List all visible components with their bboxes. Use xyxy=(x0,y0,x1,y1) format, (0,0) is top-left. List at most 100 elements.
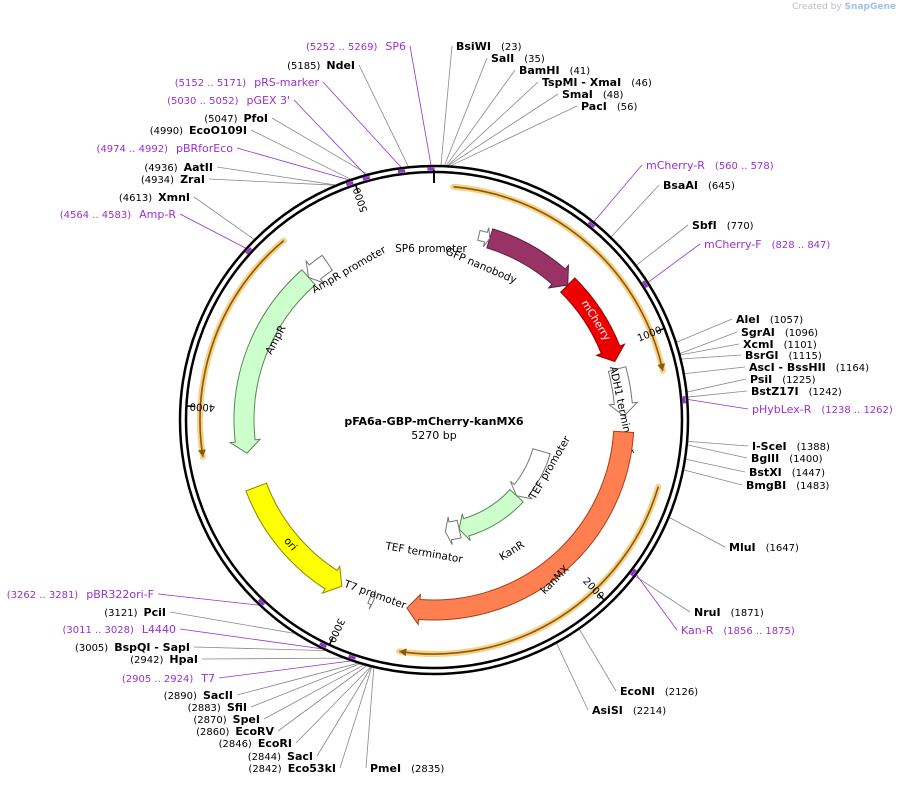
primer-mark xyxy=(345,180,354,187)
enzyme-xcmi: XcmI(1101) xyxy=(743,338,817,351)
tick-mark xyxy=(328,637,334,646)
tick-label: 4000 xyxy=(189,400,215,412)
primer-sp6: (5252 .. 5269)SP6 xyxy=(306,40,406,53)
leader-line xyxy=(556,643,589,711)
primer-amp-r: (4564 .. 4583)Amp-R xyxy=(60,208,177,221)
enzyme-asisi: AsiSI(2214) xyxy=(592,704,666,717)
primer-marks xyxy=(245,167,686,660)
enzyme-tspmi-xmai: TspMI - XmaI(46) xyxy=(542,76,652,89)
outer-arc-glow xyxy=(396,483,662,657)
enzyme-bsaai: BsaAI(645) xyxy=(663,179,735,192)
leader-line xyxy=(277,665,367,732)
enzyme-ecorv: (2860)EcoRV xyxy=(196,725,274,738)
leader-line xyxy=(216,166,336,186)
leader-line xyxy=(687,390,748,398)
credit-prefix: Created by xyxy=(792,2,842,12)
leader-line xyxy=(446,69,516,166)
enzyme-ecori: (2846)EcoRI xyxy=(219,737,292,750)
leader-line xyxy=(157,593,259,606)
primer-mark xyxy=(630,568,637,577)
outer-arc-arrowhead xyxy=(399,648,407,657)
leader-line xyxy=(683,469,743,486)
outer-arc-arrowhead xyxy=(197,449,206,457)
tick-mark xyxy=(354,184,359,193)
primer-pbrforeco: (4974 .. 4992)pBRforEco xyxy=(97,142,234,155)
leader-line xyxy=(448,93,559,166)
enzyme-bstz17i: BstZ17I(1242) xyxy=(751,385,842,398)
primer-prs-marker: (5152 .. 5171)pRS-marker xyxy=(175,76,320,89)
outer-arc-line xyxy=(199,239,285,457)
leader-line xyxy=(236,662,358,696)
enzyme-ndei: (5185)NdeI xyxy=(287,59,355,72)
leader-line xyxy=(169,611,295,634)
primer-kan-r: Kan-R(1856 .. 1875) xyxy=(681,624,795,637)
feature-adh1-terminator xyxy=(607,366,639,417)
leader-line xyxy=(680,343,740,356)
enzyme-hpai: (2942)HpaI xyxy=(130,653,198,666)
leader-line xyxy=(365,667,375,769)
tick-mark xyxy=(598,593,605,601)
enzyme-sgrai: SgrAI(1096) xyxy=(741,326,818,339)
tick-mark xyxy=(656,327,665,333)
feature-mcherry xyxy=(560,277,626,363)
leader-line xyxy=(447,81,539,166)
enzyme-ecoo109i: (4990)EcoO109I xyxy=(150,124,247,137)
leader-line xyxy=(579,629,617,692)
enzyme-eco53ki: (2842)Eco53kI xyxy=(248,762,336,775)
primer-mark xyxy=(362,175,371,181)
feature-ampr-promoter xyxy=(305,254,334,284)
enzyme-bstxi: BstXI(1447) xyxy=(749,466,825,479)
leader-line xyxy=(236,147,349,181)
enzyme-bsrgi: BsrGI(1115) xyxy=(745,349,822,362)
feature-tef-terminator xyxy=(444,516,462,545)
enzyme-psii: PsiI(1225) xyxy=(750,373,816,386)
leader-line xyxy=(687,378,747,393)
backbone-outer-ring xyxy=(178,164,690,676)
enzyme-zrai: (4934)ZraI xyxy=(141,173,205,186)
enzyme-bmgbi: BmgBI(1483) xyxy=(746,479,830,492)
leader-line xyxy=(681,354,742,360)
enzyme-saci: (2844)SacI xyxy=(248,750,313,763)
leader-line xyxy=(339,667,373,769)
primer-mark xyxy=(257,598,266,606)
enzyme-bsiwi: BsiWI(23) xyxy=(456,40,522,53)
outer-arc-line xyxy=(453,186,664,371)
leader-line xyxy=(687,444,748,459)
leader-line xyxy=(322,81,402,168)
primer-mark xyxy=(348,654,356,660)
enzyme-paci: PacI(56) xyxy=(581,100,637,113)
leader-line xyxy=(688,441,749,447)
tick-label: 1000 xyxy=(636,325,664,345)
leader-line xyxy=(685,458,746,473)
enzyme-bglii: BglII(1400) xyxy=(751,452,823,465)
primer-pgex-3: (5030 .. 5052)pGEX 3' xyxy=(167,94,290,107)
enzyme-sacii: (2890)SacII xyxy=(164,689,233,702)
enzyme-nrui: NruI(1871) xyxy=(694,606,764,619)
leader-line xyxy=(444,57,488,166)
leader-line xyxy=(316,666,372,757)
primer-mark xyxy=(319,642,327,649)
leader-line xyxy=(611,184,660,238)
leader-line xyxy=(179,628,322,650)
feature-label: KanR xyxy=(497,539,526,564)
enzyme-pmei: PmeI(2835) xyxy=(370,762,444,775)
leader-line xyxy=(636,574,678,631)
enzyme-aatii: (4936)AatII xyxy=(144,161,213,174)
enzyme-econi: EcoNI(2126) xyxy=(620,685,698,698)
feature-label: SP6 promoter xyxy=(395,243,467,255)
tick-label: 3000 xyxy=(325,616,346,644)
primer-mcherry-f: mCherry-F(828 .. 847) xyxy=(704,238,830,251)
outer-arc-line xyxy=(399,486,660,655)
enzyme-i-scei: I-SceI(1388) xyxy=(752,440,830,453)
leader-line xyxy=(669,517,726,548)
enzyme-sbfi: SbfI(770) xyxy=(692,219,754,232)
primer-mark xyxy=(397,169,406,174)
leader-line xyxy=(263,664,364,720)
primer-phyblex-r: pHybLex-R(1238 .. 1262) xyxy=(752,403,893,416)
enzyme-sali: SalI(35) xyxy=(491,52,545,65)
primer-mark xyxy=(245,247,253,255)
leader-line xyxy=(218,660,351,679)
leader-line xyxy=(293,99,366,175)
leader-line xyxy=(208,178,335,186)
primer-t7: (2905 .. 2924)T7 xyxy=(122,672,215,685)
